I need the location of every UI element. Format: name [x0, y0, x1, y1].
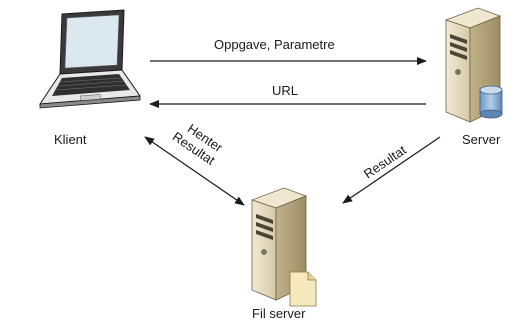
file-server-icon	[250, 187, 317, 307]
client-label: Klient	[54, 132, 87, 147]
edge-label-task-params: Oppgave, Parametre	[214, 37, 335, 52]
edge-label-result: Resultat	[361, 142, 409, 181]
edge-task-params: Oppgave, Parametre	[150, 37, 427, 65]
edge-url: URL	[149, 83, 426, 108]
edge-result: Resultat	[342, 136, 441, 204]
server-label: Server	[462, 132, 501, 147]
edge-label-url: URL	[272, 83, 298, 98]
database-server-icon	[444, 7, 503, 123]
laptop-icon	[39, 9, 141, 109]
file-server-label: Fil server	[252, 306, 306, 321]
edge-fetch-result: Henter Resultat	[144, 121, 245, 206]
